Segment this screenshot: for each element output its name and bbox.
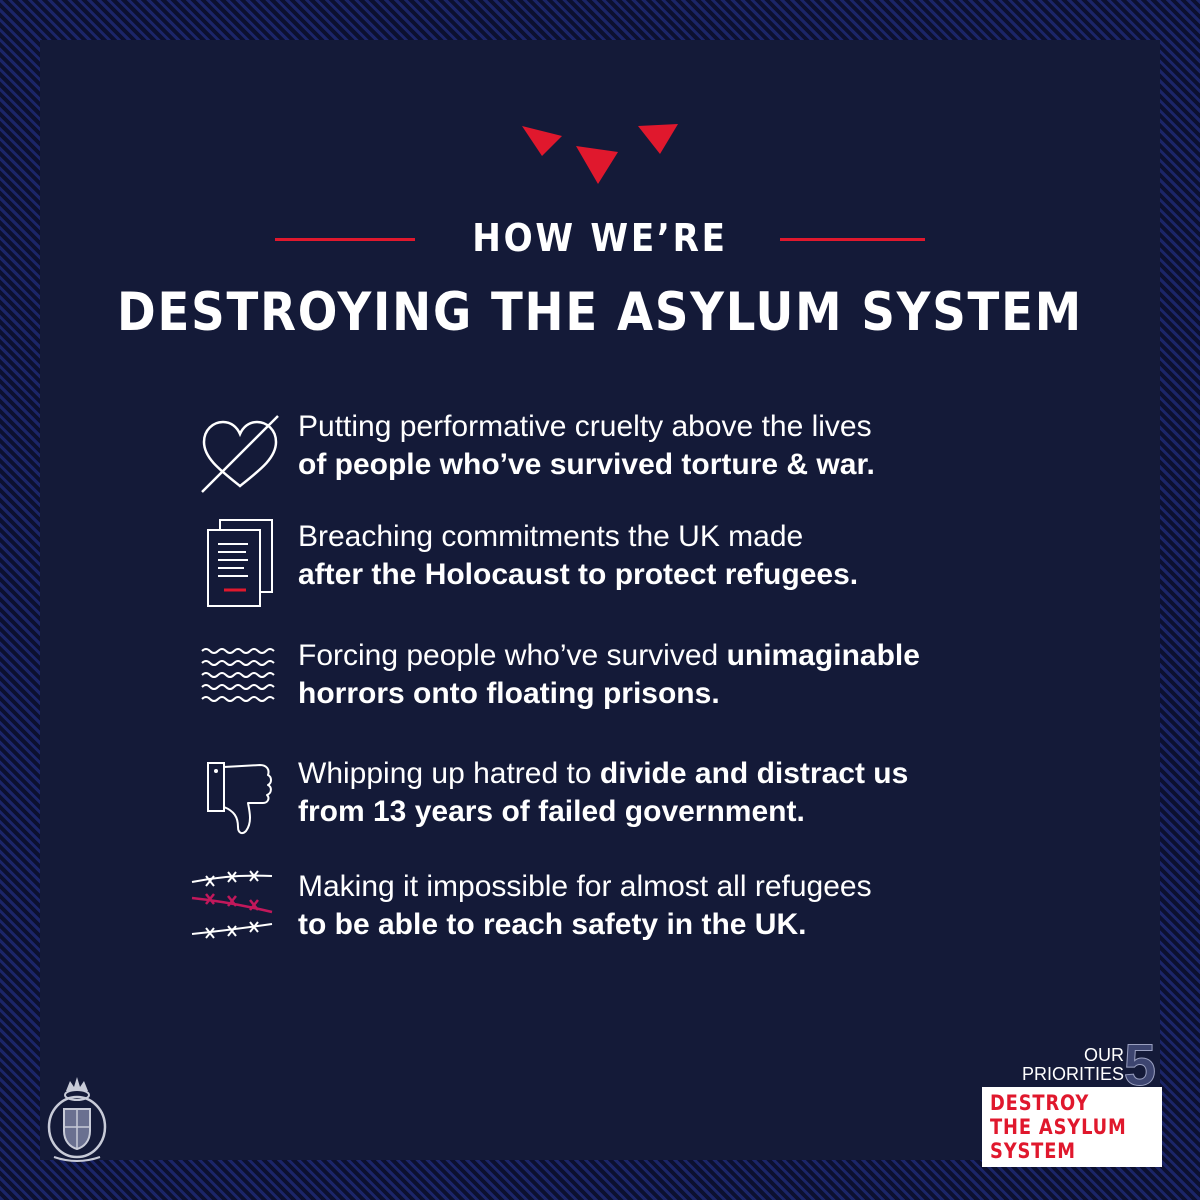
badge-line: THE ASYLUM xyxy=(990,1115,1127,1139)
item-line-bold: from 13 years of failed government. xyxy=(298,795,805,828)
priorities-badge: OUR PRIORITIES 5 DESTROY THE ASYLUM SYST… xyxy=(982,1036,1162,1167)
list-item: Putting performative cruelty above the l… xyxy=(190,408,1110,498)
item-line-bold: after the Holocaust to protect refugees. xyxy=(298,558,859,591)
item-line-bold: unimaginable xyxy=(726,639,920,672)
list-item: Whipping up hatred to divide and distrac… xyxy=(190,755,1110,845)
item-line: Forcing people who’ve survived unimagina… xyxy=(298,637,1118,675)
item-line-bold: divide and distract us xyxy=(599,757,909,790)
item-text: Putting performative cruelty above the l… xyxy=(298,408,1118,484)
item-line: Putting performative cruelty above the l… xyxy=(298,410,872,443)
item-line-plain: Forcing people who’ve survived xyxy=(298,639,727,672)
item-line: Making it impossible for almost all refu… xyxy=(298,870,872,903)
item-text: Whipping up hatred to divide and distrac… xyxy=(298,755,1118,831)
badge-number: 5 xyxy=(1123,1033,1156,1098)
item-line: Breaching commitments the UK made xyxy=(298,520,804,553)
badge-line: DESTROY xyxy=(990,1091,1090,1115)
broken-heart-icon xyxy=(190,408,290,498)
badge-our: OUR xyxy=(1084,1045,1124,1065)
barbed-wire-icon xyxy=(190,868,290,958)
badge-box: DESTROY THE ASYLUM SYSTEM xyxy=(982,1087,1162,1167)
item-line-bold: horrors onto floating prisons. xyxy=(298,677,720,710)
royal-crest-icon xyxy=(47,1077,107,1162)
thumbs-down-icon xyxy=(190,755,290,845)
badge-priorities: PRIORITIES xyxy=(1021,1064,1124,1084)
heading-rule-right xyxy=(780,238,925,241)
item-text: Breaching commitments the UK made after … xyxy=(298,518,1118,594)
item-line: Whipping up hatred to divide and distrac… xyxy=(298,755,1118,793)
item-text: Forcing people who’ve survived unimagina… xyxy=(298,637,1118,713)
list-item: Breaching commitments the UK made after … xyxy=(190,518,1110,608)
list-item: Making it impossible for almost all refu… xyxy=(190,868,1110,958)
chevrons-icon xyxy=(522,124,678,184)
item-text: Making it impossible for almost all refu… xyxy=(298,868,1118,944)
heading-subtitle: HOW WE’RE xyxy=(472,216,728,260)
item-line-bold: of people who’ve survived torture & war. xyxy=(298,448,875,481)
list-item: Forcing people who’ve survived unimagina… xyxy=(190,637,1110,727)
page-title: DESTROYING THE ASYLUM SYSTEM xyxy=(117,282,1083,343)
badge-header: OUR PRIORITIES 5 xyxy=(982,1036,1162,1095)
water-waves-icon xyxy=(190,637,290,727)
item-line-plain: Whipping up hatred to xyxy=(298,757,600,790)
document-icon xyxy=(190,518,290,608)
heading-rule-left xyxy=(275,238,415,241)
badge-line: SYSTEM xyxy=(990,1139,1076,1163)
item-line-bold: to be able to reach safety in the UK. xyxy=(298,908,807,941)
